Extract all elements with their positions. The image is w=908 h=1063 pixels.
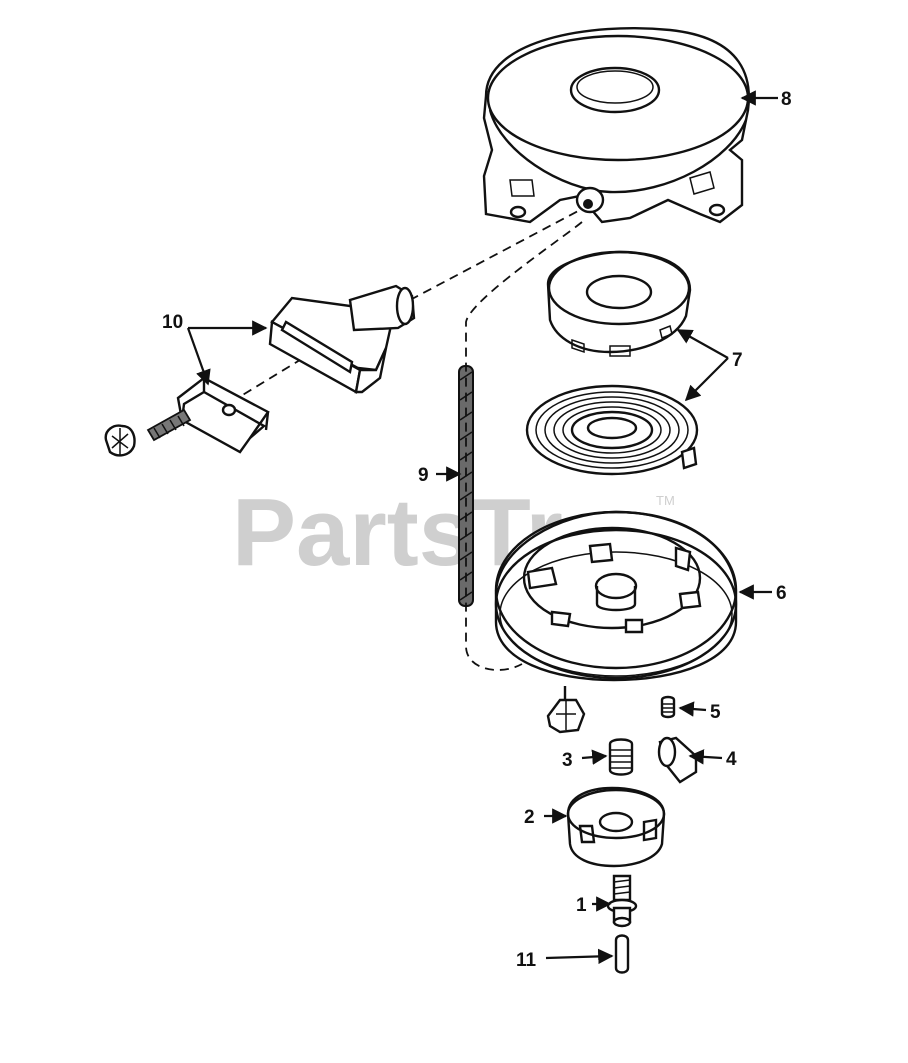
part-pawl-screw[interactable] xyxy=(546,686,586,734)
callout-6: 6 xyxy=(776,583,787,604)
part-8-housing[interactable] xyxy=(482,27,751,224)
callout-1: 1 xyxy=(576,895,587,916)
rope-path-line xyxy=(465,221,583,671)
callout-8: 8 xyxy=(781,89,792,110)
callout-5: 5 xyxy=(710,702,721,723)
callout-4: 4 xyxy=(726,749,737,770)
callout-leaders xyxy=(186,90,778,965)
callout-7: 7 xyxy=(732,350,743,371)
part-5-small-spring[interactable] xyxy=(660,695,676,719)
part-10-insert[interactable] xyxy=(104,376,270,457)
callout-labels: 8 7 10 9 6 5 3 4 2 1 11 xyxy=(162,89,792,971)
callout-11: 11 xyxy=(516,950,537,971)
part-1-screw[interactable] xyxy=(606,874,638,928)
callout-2: 2 xyxy=(524,807,535,828)
part-3-spring[interactable] xyxy=(608,738,634,776)
part-7-recoil-spring[interactable] xyxy=(525,384,699,476)
part-6-pulley[interactable] xyxy=(494,510,738,682)
callout-10: 10 xyxy=(162,312,183,333)
callout-9: 9 xyxy=(418,465,429,486)
part-4-pawl[interactable] xyxy=(657,736,698,784)
handle-path-line xyxy=(409,209,581,301)
part-7-spring-cover[interactable] xyxy=(546,250,692,357)
callout-3: 3 xyxy=(562,750,573,771)
part-10-handle[interactable] xyxy=(268,284,416,394)
watermark-trademark: TM xyxy=(656,493,675,508)
part-2-retainer[interactable] xyxy=(566,786,666,868)
part-11-pin[interactable] xyxy=(614,934,630,974)
